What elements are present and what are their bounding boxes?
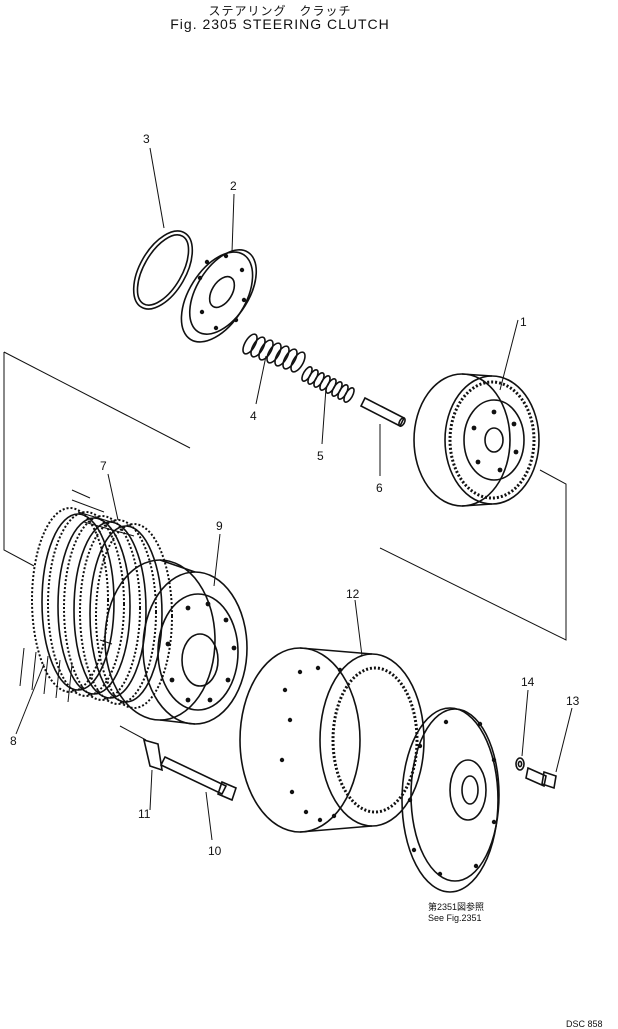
callout-9: 9 bbox=[216, 519, 223, 533]
part-3-o-ring bbox=[132, 230, 194, 310]
reference-note-en: See Fig.2351 bbox=[428, 913, 482, 923]
callout-7: 7 bbox=[100, 459, 107, 473]
callout-11: 11 bbox=[138, 807, 151, 821]
callout-numbers: 1 2 3 4 5 6 7 8 9 10 11 12 13 14 第2351図参… bbox=[10, 132, 603, 1029]
callout-1: 1 bbox=[520, 315, 527, 329]
leader-lines bbox=[15, 147, 573, 841]
part-2-plate bbox=[180, 249, 258, 343]
part-7-clutch-plates bbox=[31, 507, 173, 709]
part-14-washer bbox=[515, 757, 525, 771]
callout-8: 8 bbox=[10, 734, 17, 748]
part-11-lock-plate bbox=[142, 738, 163, 772]
assembly-guide-lines bbox=[3, 351, 567, 741]
cover-plate-reference bbox=[401, 707, 500, 893]
callout-4: 4 bbox=[250, 409, 257, 423]
callout-13: 13 bbox=[566, 694, 580, 708]
callout-10: 10 bbox=[208, 844, 222, 858]
drawing-code: DSC 858 bbox=[566, 1019, 603, 1029]
callout-6: 6 bbox=[376, 481, 383, 495]
part-1-hub bbox=[413, 373, 540, 507]
title-japanese: ステアリング クラッチ bbox=[208, 4, 352, 18]
callout-12: 12 bbox=[346, 587, 360, 601]
part-13-bolt bbox=[525, 766, 557, 790]
part-6-pin bbox=[359, 396, 406, 428]
callout-2: 2 bbox=[230, 179, 237, 193]
part-10-bolt bbox=[159, 755, 237, 802]
callout-14: 14 bbox=[521, 675, 535, 689]
part-5-spring bbox=[301, 366, 355, 403]
part-12-cylinder bbox=[239, 647, 425, 833]
part-4-spring bbox=[242, 333, 306, 373]
callout-3: 3 bbox=[143, 132, 150, 146]
figure-title: Fig. 2305 STEERING CLUTCH bbox=[170, 16, 390, 32]
part-8-plates bbox=[41, 513, 163, 703]
callout-5: 5 bbox=[317, 449, 324, 463]
reference-note-jp: 第2351図参照 bbox=[428, 901, 484, 912]
